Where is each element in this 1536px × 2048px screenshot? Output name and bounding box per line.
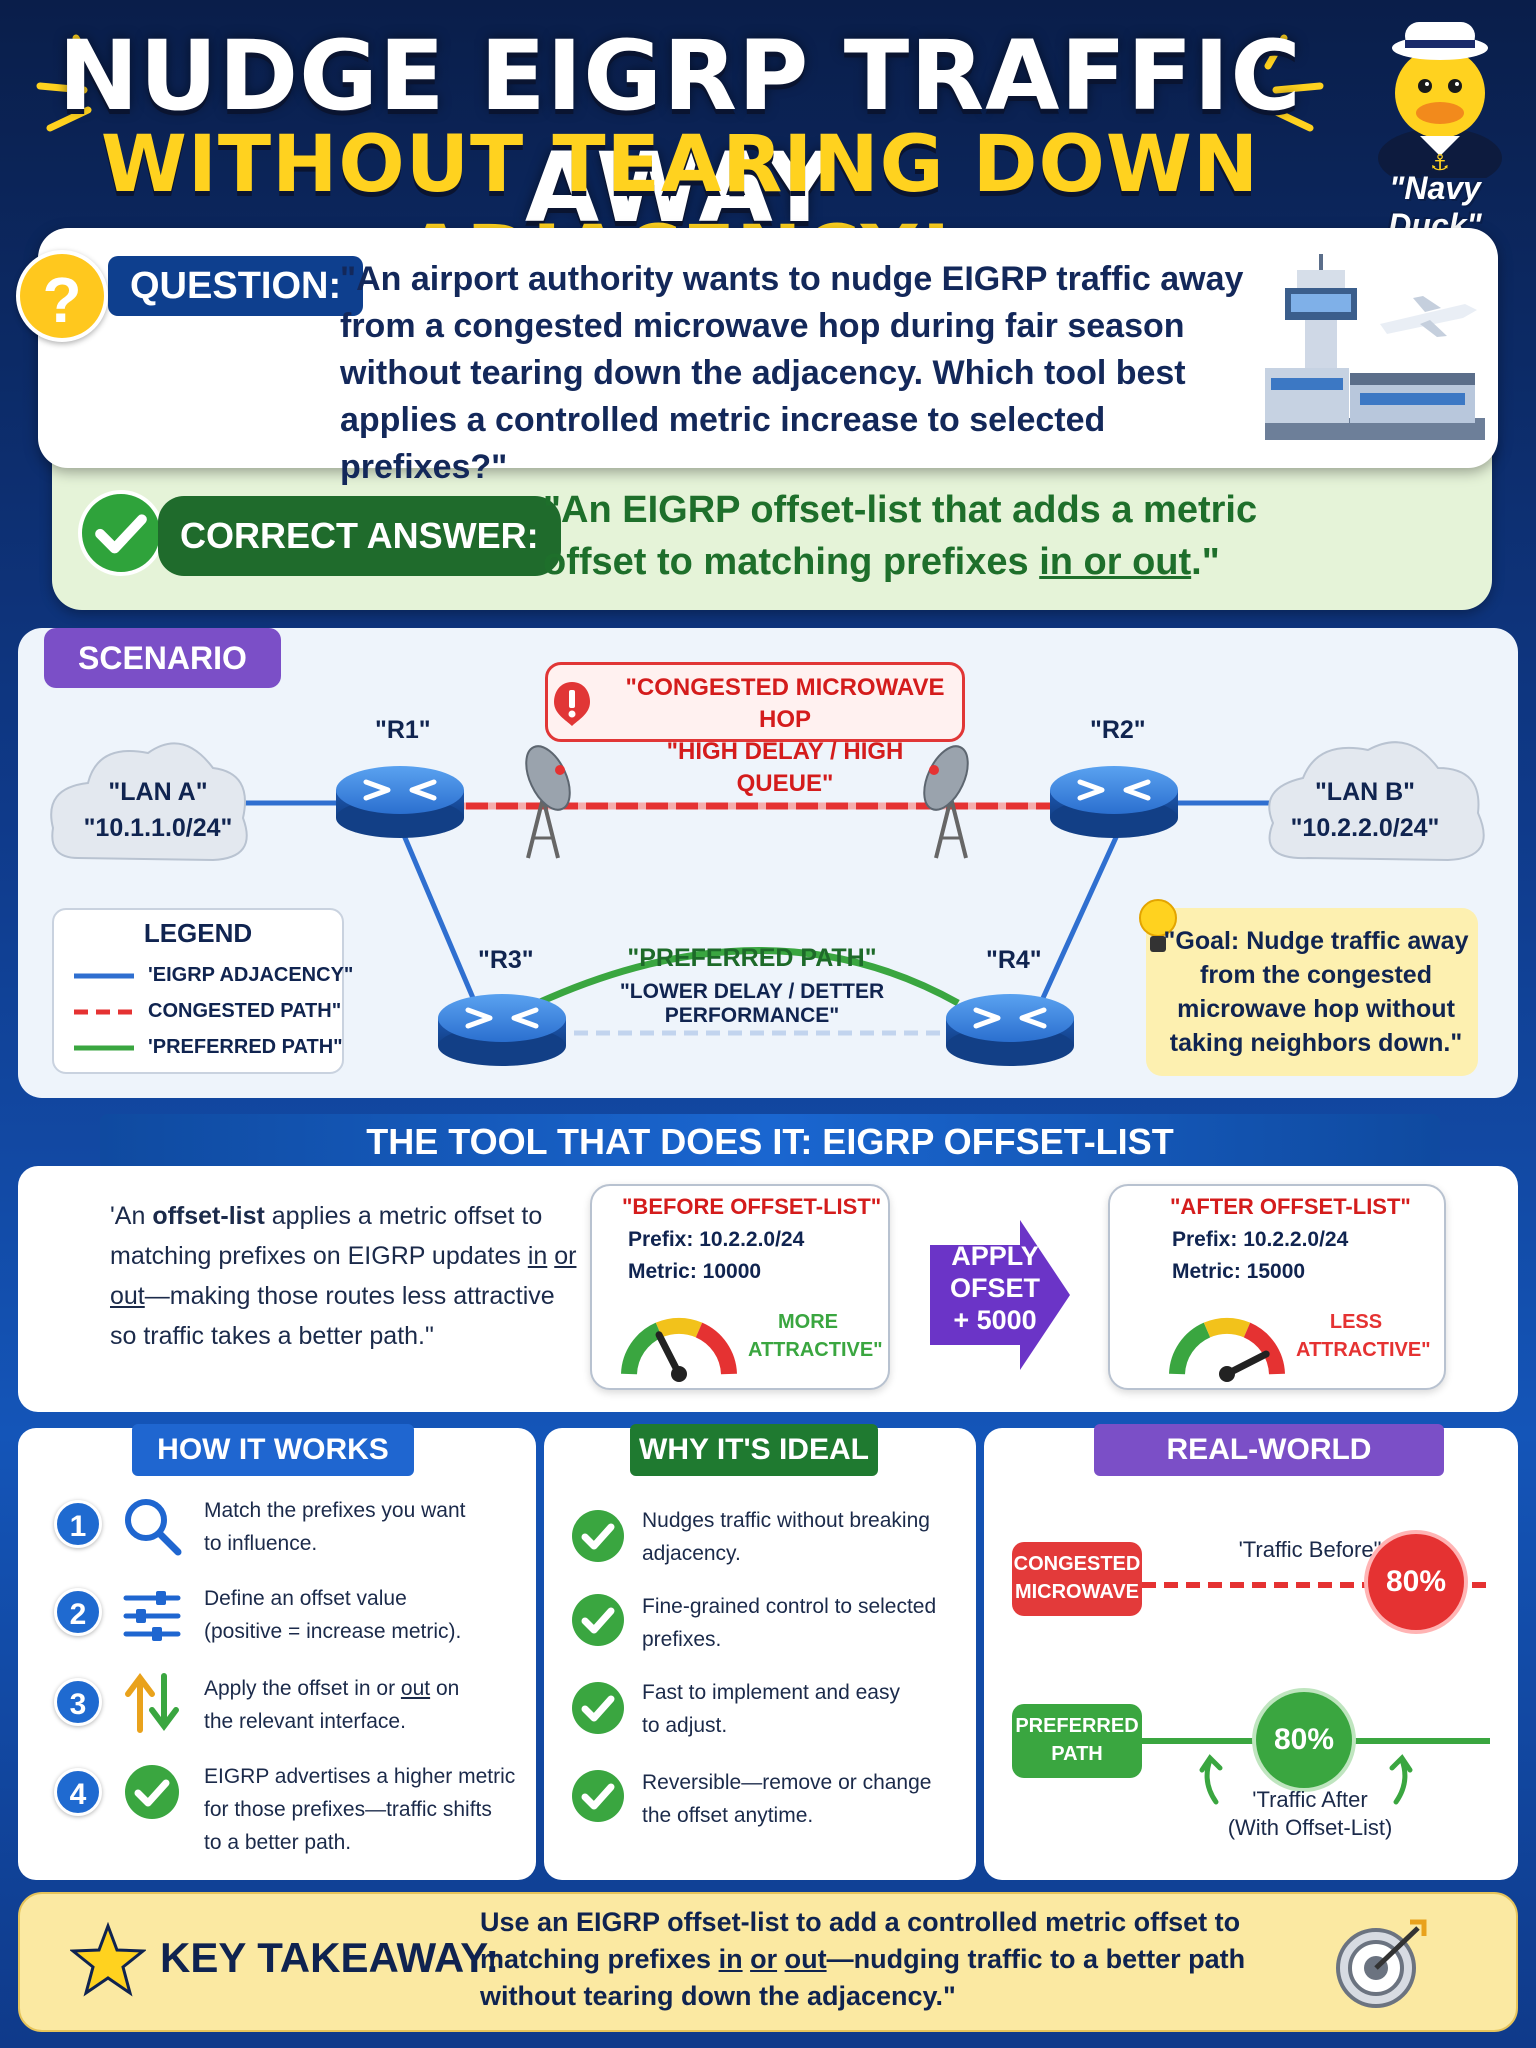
why-check-icon-2	[572, 1594, 624, 1646]
tool-banner	[100, 1114, 1440, 1170]
step-1-number: 1	[54, 1500, 102, 1548]
microwave-dish-left-icon	[525, 745, 571, 859]
how-it-works-title: HOW IT WORKS	[132, 1424, 414, 1476]
preferred-path-subtitle: "LOWER DELAY / DETTER PERFORMANCE"	[619, 980, 885, 1027]
key-takeaway-label: KEY TAKEAWAY:	[160, 1934, 500, 1981]
microwave-dish-right-icon	[923, 745, 969, 859]
congested-microwave-tag: CONGESTED MICROWAVE	[1012, 1542, 1142, 1616]
after-gauge-icon	[1169, 1317, 1285, 1382]
correct-answer-text: "An EIGRP offset-list that adds a metric…	[543, 489, 1258, 583]
after-card	[1108, 1184, 1446, 1390]
congestion-alert-text: "CONGESTED MICROWAVE HOP"HIGH DELAY / HI…	[625, 674, 945, 797]
apply-arrow-icon	[930, 1220, 1070, 1370]
real-world-panel	[984, 1428, 1518, 1880]
page-title: NUDGE EIGRP TRAFFIC AWAY	[58, 20, 1302, 244]
router-r4-icon	[946, 994, 1074, 1066]
check-circle-icon	[125, 1765, 179, 1819]
tool-description: 'An offset-list applies a metric offset …	[110, 1202, 577, 1350]
router-r3-icon	[438, 994, 566, 1066]
router-r3-label: "R3"	[478, 946, 534, 974]
star-icon	[70, 1922, 146, 1997]
router-r2-label: "R2"	[1090, 716, 1146, 744]
why-check-icon-4	[572, 1770, 624, 1822]
goal-note	[1146, 908, 1478, 1076]
header: NUDGE EIGRP TRAFFIC AWAY WITHOUT TEARING…	[0, 0, 1536, 300]
sliders-icon	[123, 1591, 181, 1641]
network-diagram	[50, 741, 1485, 1066]
target-icon	[1336, 1919, 1427, 2008]
link-r1-r3	[400, 832, 476, 999]
why-check-icon-1	[572, 1510, 624, 1562]
step-2-text: Define an offset value(positive = increa…	[204, 1587, 462, 1643]
legend-item-preferred: 'PREFERRED PATH"	[148, 1036, 343, 1058]
svg-text:⚓: ⚓	[1430, 151, 1450, 176]
legend-item-adjacency: 'EIGRP ADJACENCY"	[148, 964, 354, 986]
router-r1-icon	[336, 766, 464, 838]
router-r4-label: "R4"	[986, 946, 1042, 974]
preferred-path-label: "PREFERRED PATH"	[627, 944, 877, 972]
question-label: QUESTION:	[108, 256, 364, 316]
correct-answer-label: CORRECT ANSWER:	[158, 496, 561, 576]
shift-arrows-icon	[1199, 1754, 1413, 1805]
after-title: "AFTER OFFSET-LIST"	[1170, 1194, 1411, 1219]
why-check-icon-3	[572, 1682, 624, 1734]
warning-icon	[554, 682, 590, 726]
burst-right-icon	[1264, 34, 1324, 132]
step-3-number: 3	[54, 1678, 102, 1726]
legend-title: LEGEND	[143, 918, 253, 948]
cloud-lan-a	[50, 742, 248, 862]
lan-b-label: "LAN B""10.2.2.0/24"	[1290, 778, 1440, 842]
question-mark-icon: ?	[16, 250, 108, 342]
link-r2-r4	[1040, 831, 1121, 1000]
why-ideal-title: WHY IT'S IDEAL	[630, 1424, 878, 1476]
preferred-arc	[536, 947, 960, 1007]
burst-left-icon	[36, 34, 96, 132]
traffic-before-caption: 'Traffic Before"	[1238, 1537, 1382, 1562]
duck-mascot-icon: ⚓	[1378, 22, 1502, 178]
router-r2-icon	[1050, 766, 1178, 838]
lightbulb-icon	[1139, 899, 1177, 952]
after-metric: Metric: 15000	[1172, 1260, 1306, 1283]
congestion-alert	[545, 662, 965, 742]
up-down-arrows-icon	[125, 1673, 179, 1733]
how-it-works-panel	[18, 1428, 536, 1880]
legend-item-congested: CONGESTED PATH"	[148, 1000, 342, 1022]
traffic-before-percent: 80%	[1368, 1534, 1464, 1630]
before-metric: Metric: 10000	[628, 1260, 762, 1283]
key-takeaway-panel	[18, 1892, 1518, 2032]
router-r1-label: "R1"	[375, 716, 431, 744]
before-prefix: Prefix: 10.2.2.0/24	[628, 1228, 805, 1251]
scenario-label: SCENARIO	[44, 628, 281, 688]
search-icon	[125, 1499, 182, 1556]
check-icon	[78, 490, 164, 576]
question-text: "An airport authority wants to nudge EIG…	[340, 260, 1244, 486]
preferred-path-tag: PREFERRED PATH	[1012, 1704, 1142, 1778]
lan-a-label: "LAN A""10.1.1.0/24"	[83, 778, 233, 842]
legend-swatches	[74, 973, 134, 1051]
goal-text: "Goal: Nudge traffic away from the conge…	[1163, 927, 1469, 1057]
step-2-number: 2	[54, 1588, 102, 1636]
traffic-after-percent: 80%	[1256, 1692, 1352, 1788]
before-gauge-icon	[621, 1317, 737, 1382]
real-world-title: REAL-WORLD EXAMPLE	[1094, 1424, 1444, 1518]
tool-title: THE TOOL THAT DOES IT: EIGRP OFFSET-LIST	[366, 1121, 1174, 1162]
traffic-after-caption: 'Traffic After(With Offset-List)	[1227, 1787, 1393, 1840]
before-title: "BEFORE OFFSET-LIST"	[622, 1194, 882, 1219]
cloud-lan-b	[1268, 741, 1485, 862]
key-takeaway-text: Use an EIGRP offset-list to add a contro…	[480, 1907, 1246, 2011]
after-prefix: Prefix: 10.2.2.0/24	[1172, 1228, 1349, 1251]
airport-tower-icon	[1265, 254, 1485, 440]
step-4-number: 4	[54, 1768, 102, 1816]
